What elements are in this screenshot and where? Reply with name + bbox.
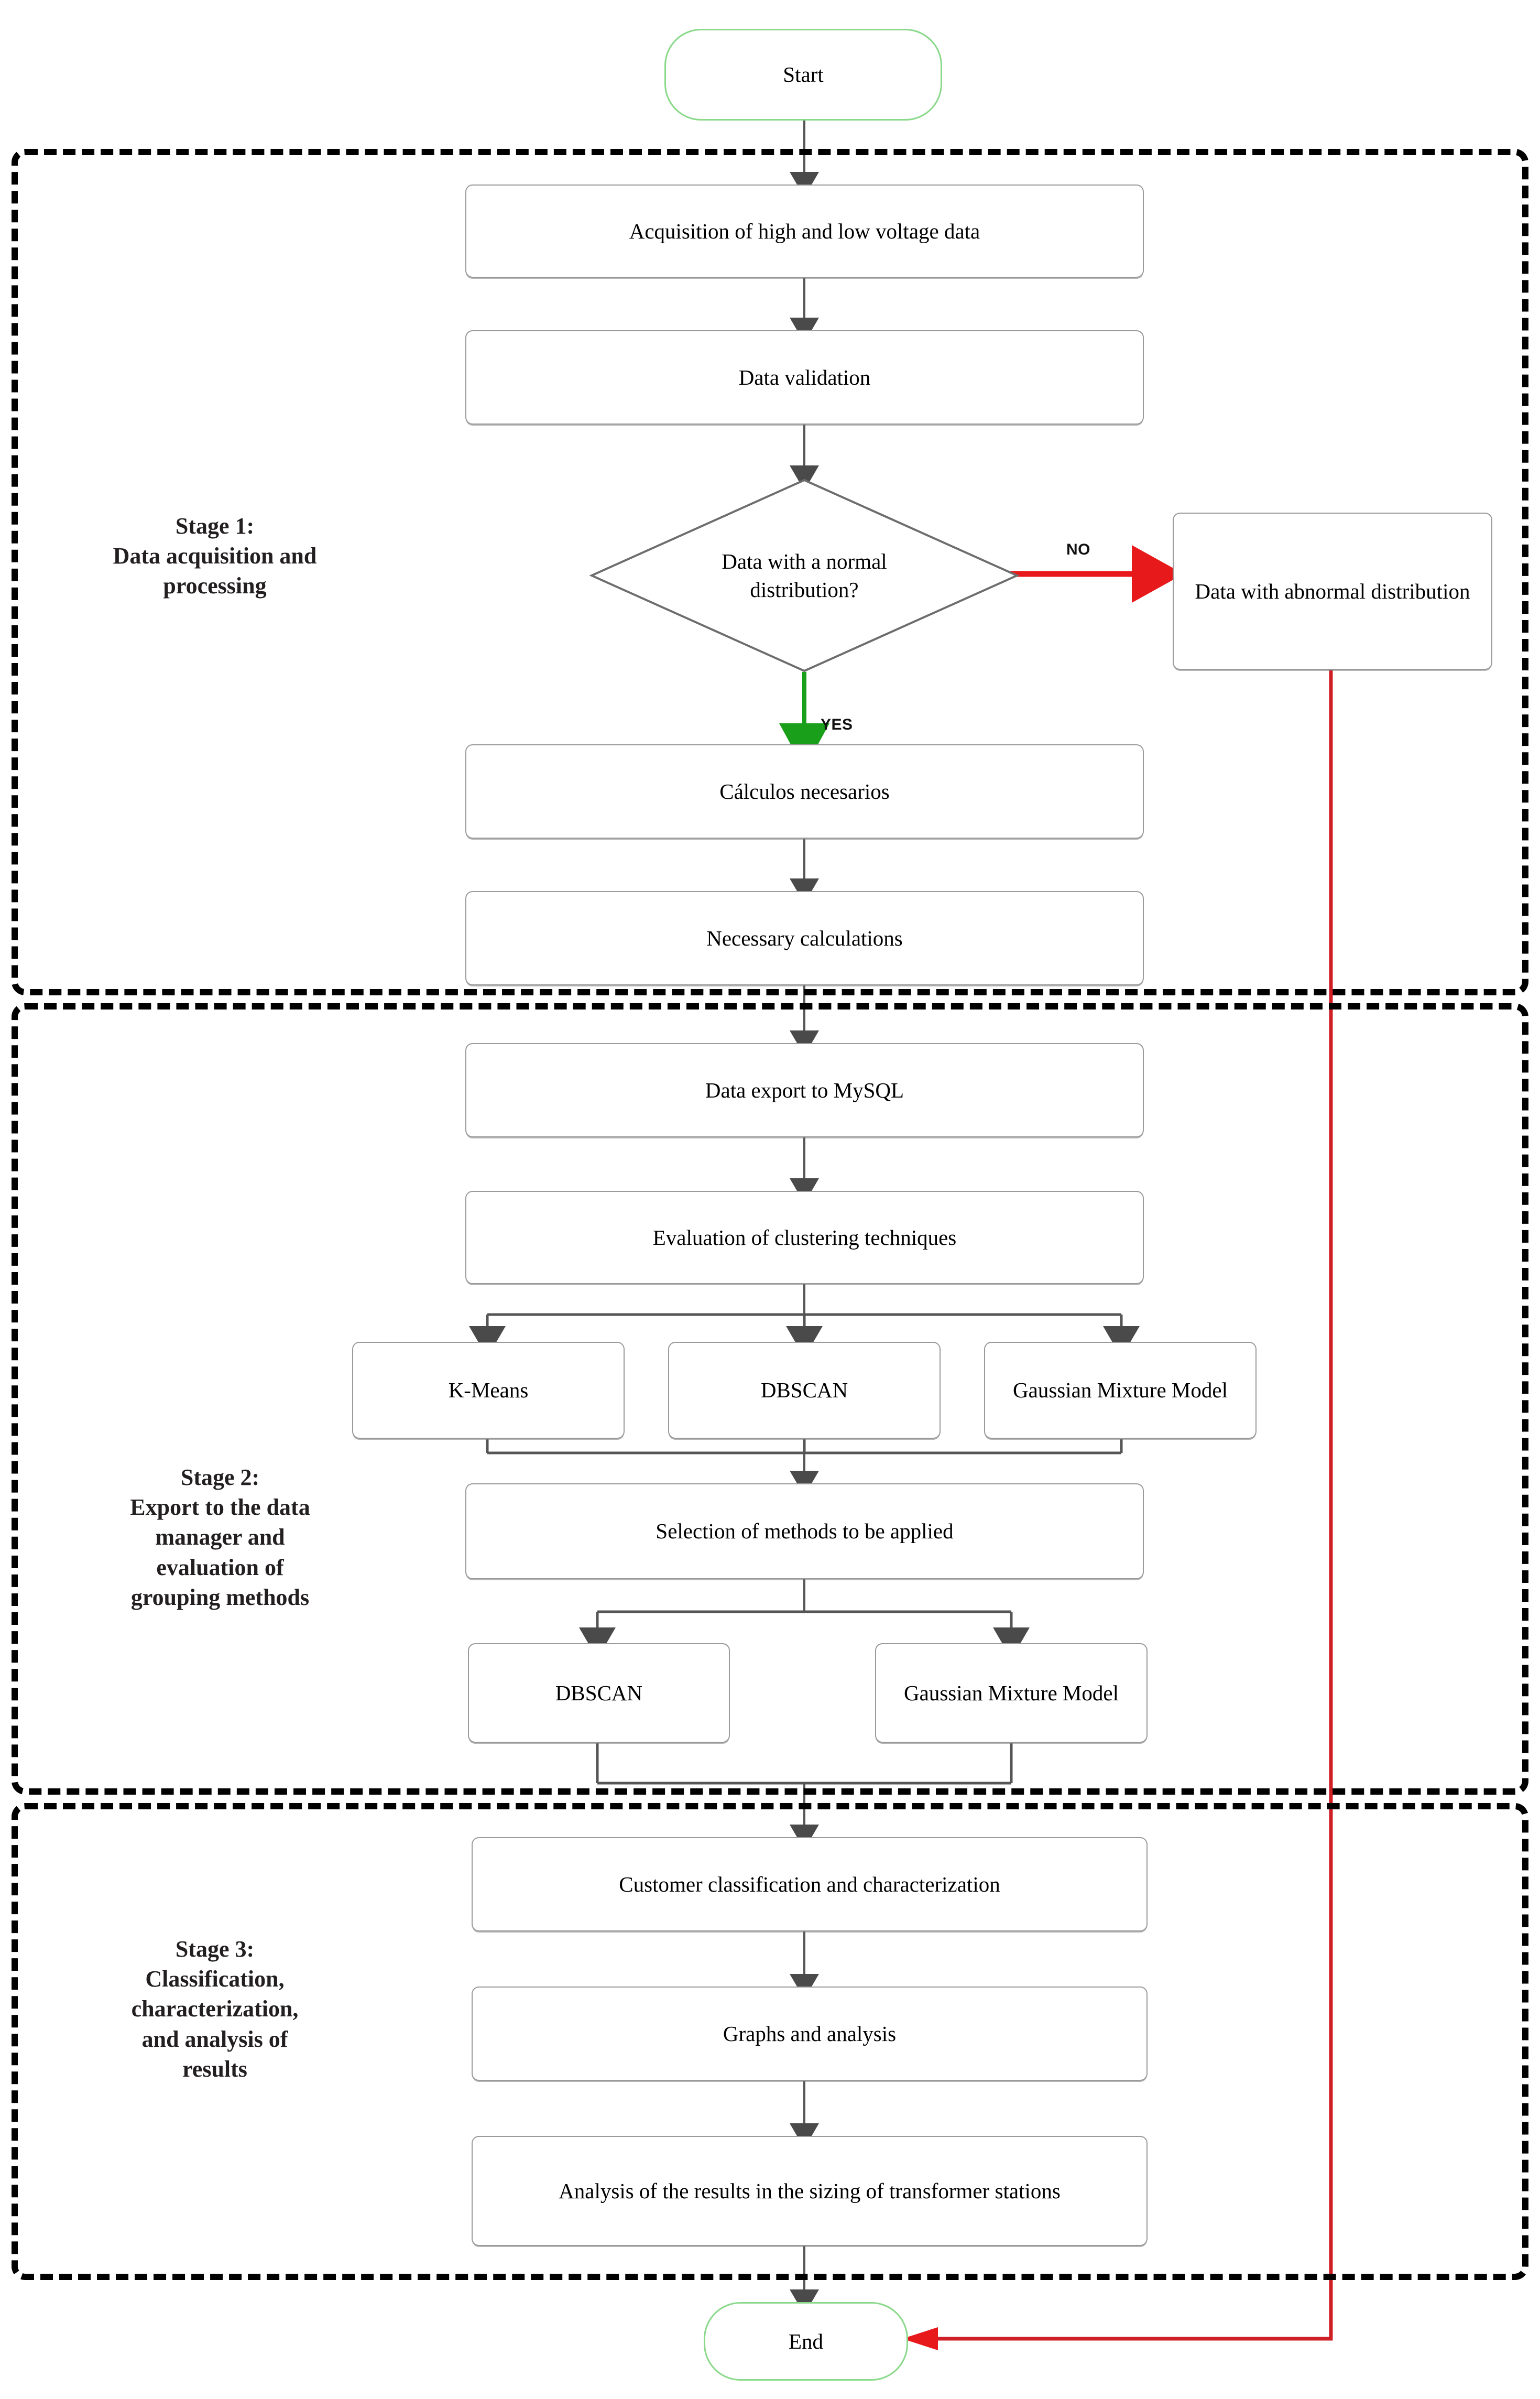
node-dbscan[interactable]: DBSCAN [668, 1342, 941, 1439]
stage-label-3: Stage 3: Classification, characterizatio… [68, 1934, 362, 2084]
stage-2-line-1: Stage 2: [180, 1464, 260, 1490]
abnormal-to-end-connector [902, 670, 1333, 2350]
stage-3-line-4: and analysis of [141, 2026, 288, 2052]
stage-1-line-2: Data acquisition and [113, 543, 317, 569]
node-acquisition[interactable]: Acquisition of high and low voltage data [465, 184, 1144, 278]
stage-label-2: Stage 2: Export to the data manager and … [73, 1462, 367, 1612]
stage-2-line-2: Export to the data [130, 1494, 310, 1521]
node-dbscan-selected[interactable]: DBSCAN [468, 1643, 730, 1743]
edge-label-yes: YES [821, 716, 853, 733]
split-bus-methods [579, 1610, 1030, 1659]
node-selection-methods[interactable]: Selection of methods to be applied [465, 1483, 1144, 1579]
split-bus-cluster [469, 1313, 1140, 1358]
stage-1-line-1: Stage 1: [175, 513, 255, 539]
decision-line-1: Data with a normal [722, 549, 887, 573]
node-kmeans[interactable]: K-Means [352, 1342, 625, 1439]
stage-1-line-3: processing [163, 573, 267, 599]
end-terminal[interactable]: End [704, 2302, 908, 2381]
stage-3-line-5: results [182, 2056, 247, 2082]
node-abnormal-distribution[interactable]: Data with abnormal distribution [1173, 513, 1492, 670]
stage-3-line-3: characterization, [131, 1996, 299, 2022]
node-data-validation[interactable]: Data validation [465, 330, 1144, 425]
node-sizing-analysis[interactable]: Analysis of the results in the sizing of… [472, 2136, 1148, 2246]
node-evaluation-clustering[interactable]: Evaluation of clustering techniques [465, 1191, 1144, 1284]
node-graphs-analysis[interactable]: Graphs and analysis [472, 1986, 1148, 2081]
start-terminal[interactable]: Start [664, 29, 942, 121]
node-calculos-necesarios[interactable]: Cálculos necesarios [465, 744, 1144, 839]
node-normal-distribution-decision[interactable]: Data with a normal distribution? [589, 478, 1020, 673]
diamond-shape [589, 479, 1020, 672]
decision-line-2: distribution? [750, 578, 859, 602]
node-gaussian-mixture-model[interactable]: Gaussian Mixture Model [984, 1342, 1257, 1439]
node-necessary-calculations[interactable]: Necessary calculations [465, 891, 1144, 985]
stage-3-line-2: Classification, [145, 1966, 285, 1992]
node-gmm-selected[interactable]: Gaussian Mixture Model [875, 1643, 1148, 1743]
stage-3-line-1: Stage 3: [175, 1936, 255, 1962]
stage-2-line-4: evaluation of [156, 1554, 284, 1580]
stage-2-line-3: manager and [155, 1524, 285, 1550]
node-customer-classification[interactable]: Customer classification and characteriza… [472, 1837, 1148, 1931]
edge-label-no: NO [1066, 541, 1090, 558]
node-data-export-mysql[interactable]: Data export to MySQL [465, 1043, 1144, 1137]
decision-label: Data with a normal distribution? [589, 478, 1019, 673]
stage-2-line-5: grouping methods [130, 1584, 310, 1610]
stage-label-1: Stage 1: Data acquisition and processing [68, 511, 362, 601]
